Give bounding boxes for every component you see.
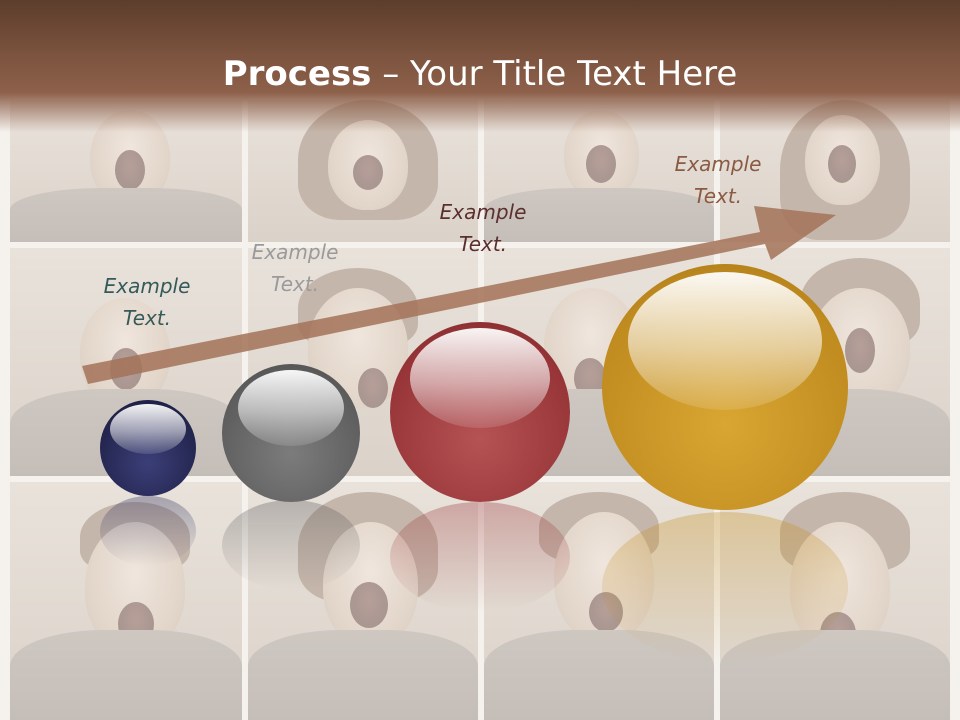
sphere-navy — [100, 400, 196, 496]
label-line: Example — [674, 152, 762, 176]
sphere-reflection-red — [390, 502, 570, 612]
example-text-label-1: Example Text. — [77, 270, 217, 334]
sphere-reflection-navy — [100, 496, 196, 566]
sphere-gray — [222, 364, 360, 502]
arrow-shape — [82, 206, 836, 384]
sphere-gloss — [110, 404, 186, 454]
label-line: Text. — [458, 232, 508, 256]
title-bold-part: Process — [222, 54, 372, 94]
label-line: Text. — [270, 272, 320, 296]
example-text-label-2: Example Text. — [225, 236, 365, 300]
example-text-label-3: Example Text. — [413, 196, 553, 260]
label-line: Example — [439, 200, 527, 224]
label-line: Text. — [693, 184, 743, 208]
sphere-reflection-gold — [602, 512, 848, 662]
header-bar — [0, 0, 960, 132]
label-line: Example — [103, 274, 191, 298]
page-title: Process – Your Title Text Here — [0, 52, 960, 96]
sphere-gloss — [410, 328, 550, 428]
title-rest-part: – Your Title Text Here — [371, 54, 738, 94]
label-line: Example — [251, 240, 339, 264]
sphere-red — [390, 322, 570, 502]
sphere-reflection-gray — [222, 500, 360, 590]
sphere-gloss — [238, 370, 344, 446]
sphere-gloss — [628, 272, 822, 410]
sphere-gold — [602, 264, 848, 510]
label-line: Text. — [122, 306, 172, 330]
example-text-label-4: Example Text. — [648, 148, 788, 212]
